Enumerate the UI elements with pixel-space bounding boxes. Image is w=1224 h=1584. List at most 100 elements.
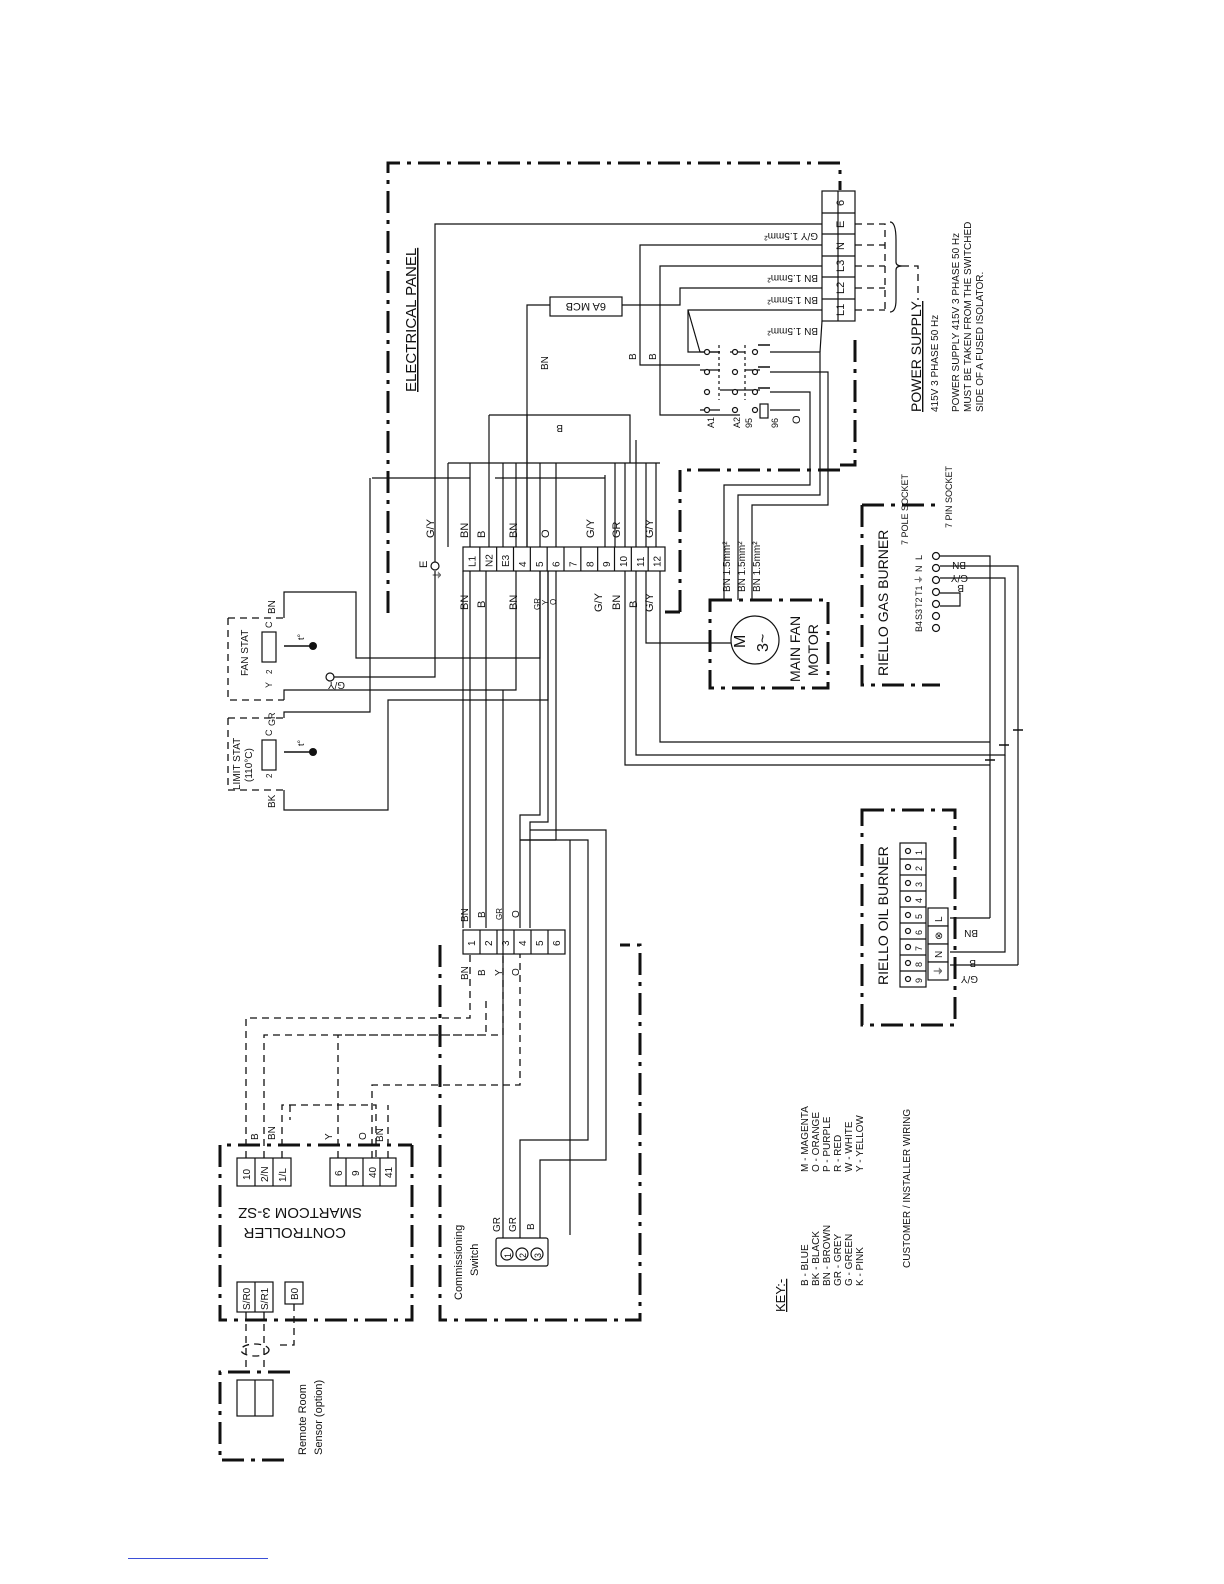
main-terminal-label: L1 [467,555,478,567]
aux-wire-label: BN [460,908,471,922]
key-entry: P - PURPLE [822,1116,833,1172]
supply-brace [889,221,903,313]
main-wire-label: G/Y [593,592,605,612]
gas-pin-label: N [914,566,924,573]
key-entry: W - WHITE [844,1121,855,1172]
limit-stat-2: 2 [265,773,274,778]
gas-socket-pin [931,623,941,633]
main-terminal-label: 8 [585,561,596,567]
oil-terminal-screw [904,863,912,871]
oil-burner-wire: B [969,957,976,968]
supply-terminal-label: L2 [835,282,847,294]
fan-motor-wire-label: BN 1.5mm² [722,541,733,592]
sensor-border [218,1370,290,1462]
limit-stat-title: LIMIT STAT [232,738,243,790]
fan-motor-symbol: M [732,635,749,648]
power-supply-note: MUST BE TAKEN FROM THE SWITCHED [963,222,974,412]
main-wire-label: B [476,531,488,538]
aux-border [438,943,642,1322]
main-wire-label: GR [533,598,542,610]
gas-burner-socket: 7 PIN SOCKET [944,465,954,528]
l3-supply-wire [659,265,822,416]
contactor-terminal-label: A1 [706,417,716,428]
main-terminal-label: 10 [619,555,630,567]
fan-stat-2: 2 [265,669,274,674]
main-wire-label: GR [611,521,623,538]
main-wire-label: G/Y [644,592,656,612]
gas-pin-label: T2 [914,597,924,608]
fan-stat-gy: G/Y [327,679,345,690]
controller-block-2 [329,1157,397,1187]
supply-terminal-label: N [835,242,847,250]
oil-terminal-label: 9 [914,978,924,983]
main-wire-label: G/Y [585,518,597,538]
mcb-out-wire [526,304,550,565]
fan-motor-box [708,598,830,690]
main-wire-label: B [628,601,640,608]
key-entry: O - ORANGE [811,1112,822,1172]
sensor-title: Remote Room [297,1384,309,1455]
fan-stat-wires [283,571,541,700]
oil-supply-label: N [934,951,945,958]
gas-burner-plug: 7 POLE SOCKET [900,473,910,545]
main-wire-label: Y [541,599,550,605]
oil-terminal-screw [904,943,912,951]
aux-wire-label: B [477,911,488,918]
oil-burner-border [860,808,957,1027]
main-terminal-label: 6 [552,561,563,567]
key-entry: R - RED [833,1135,844,1172]
supply-wire-label: BN 1.5mm² [767,272,818,283]
controller-terminal: 10 [242,1168,253,1180]
main-terminal-label: 12 [653,555,664,567]
fan-stat-c: C [264,621,274,628]
fan-motor-earth-wire [645,571,731,644]
supply-terminal-label: L1 [835,304,847,316]
fan-motor-title: MOTOR [805,624,821,676]
commissioning-pin: 1 [503,1253,513,1258]
controller-border [218,1143,414,1322]
controller-wire-label: Y [324,1133,335,1140]
supply-terminal-label: 6 [835,200,847,206]
gas-burner-title: RIELLO GAS BURNER [875,530,891,676]
limit-stat-border [227,717,284,791]
limit-stat-title: (110°C) [244,748,255,782]
earth-label: E [418,561,430,568]
gas-pin-label: S3 [914,609,924,620]
contactor-terminal-label: 96 [770,418,780,428]
fan-motor-title: MAIN FAN [787,616,803,682]
main-terminal-label: E3 [501,554,512,567]
oil-terminal-row [899,842,927,988]
fan-motor-wire-label: BN 1.5mm² [752,541,763,592]
electrical-panel-title: ELECTRICAL PANEL [403,248,420,392]
main-wire-label: G/Y [425,518,437,538]
commissioning-wire-label: GR [508,1217,519,1232]
gas-socket-pin [931,563,941,573]
oil-terminal-screw [904,911,912,919]
main-wire-label: O [540,529,552,538]
aux-terminal-label: 3 [501,940,512,946]
l2-supply-wire [622,287,822,306]
oil-burner-wires [950,755,1018,966]
contactor [687,309,829,600]
limit-stat-bk: BK [267,794,278,808]
fan-stat-y: Y [264,682,274,688]
supply-terminal-strip [821,190,856,322]
electrical-panel-border [386,161,857,614]
commissioning-pin: 2 [518,1253,528,1258]
gas-burner-border [860,503,940,687]
main-terminal-label: 4 [518,561,529,567]
main-wire-label: BN [611,595,623,610]
aux-terminal-strip [462,929,566,955]
commissioning-title: Commissioning [453,1225,465,1300]
oil-terminal-label: 8 [914,962,924,967]
sensor-title: Sensor (option) [313,1380,325,1455]
aux-wire-label: O [511,910,522,918]
oil-terminal-screw [904,975,912,983]
key-entry: K - PINK [855,1247,866,1286]
commissioning-pin: 3 [533,1253,543,1258]
oil-supply-terminal [927,961,949,981]
commissioning-wires [502,808,607,1251]
oil-terminal-screw [904,959,912,967]
main-wire-label: BN [508,523,520,538]
mcb-box [549,296,623,317]
